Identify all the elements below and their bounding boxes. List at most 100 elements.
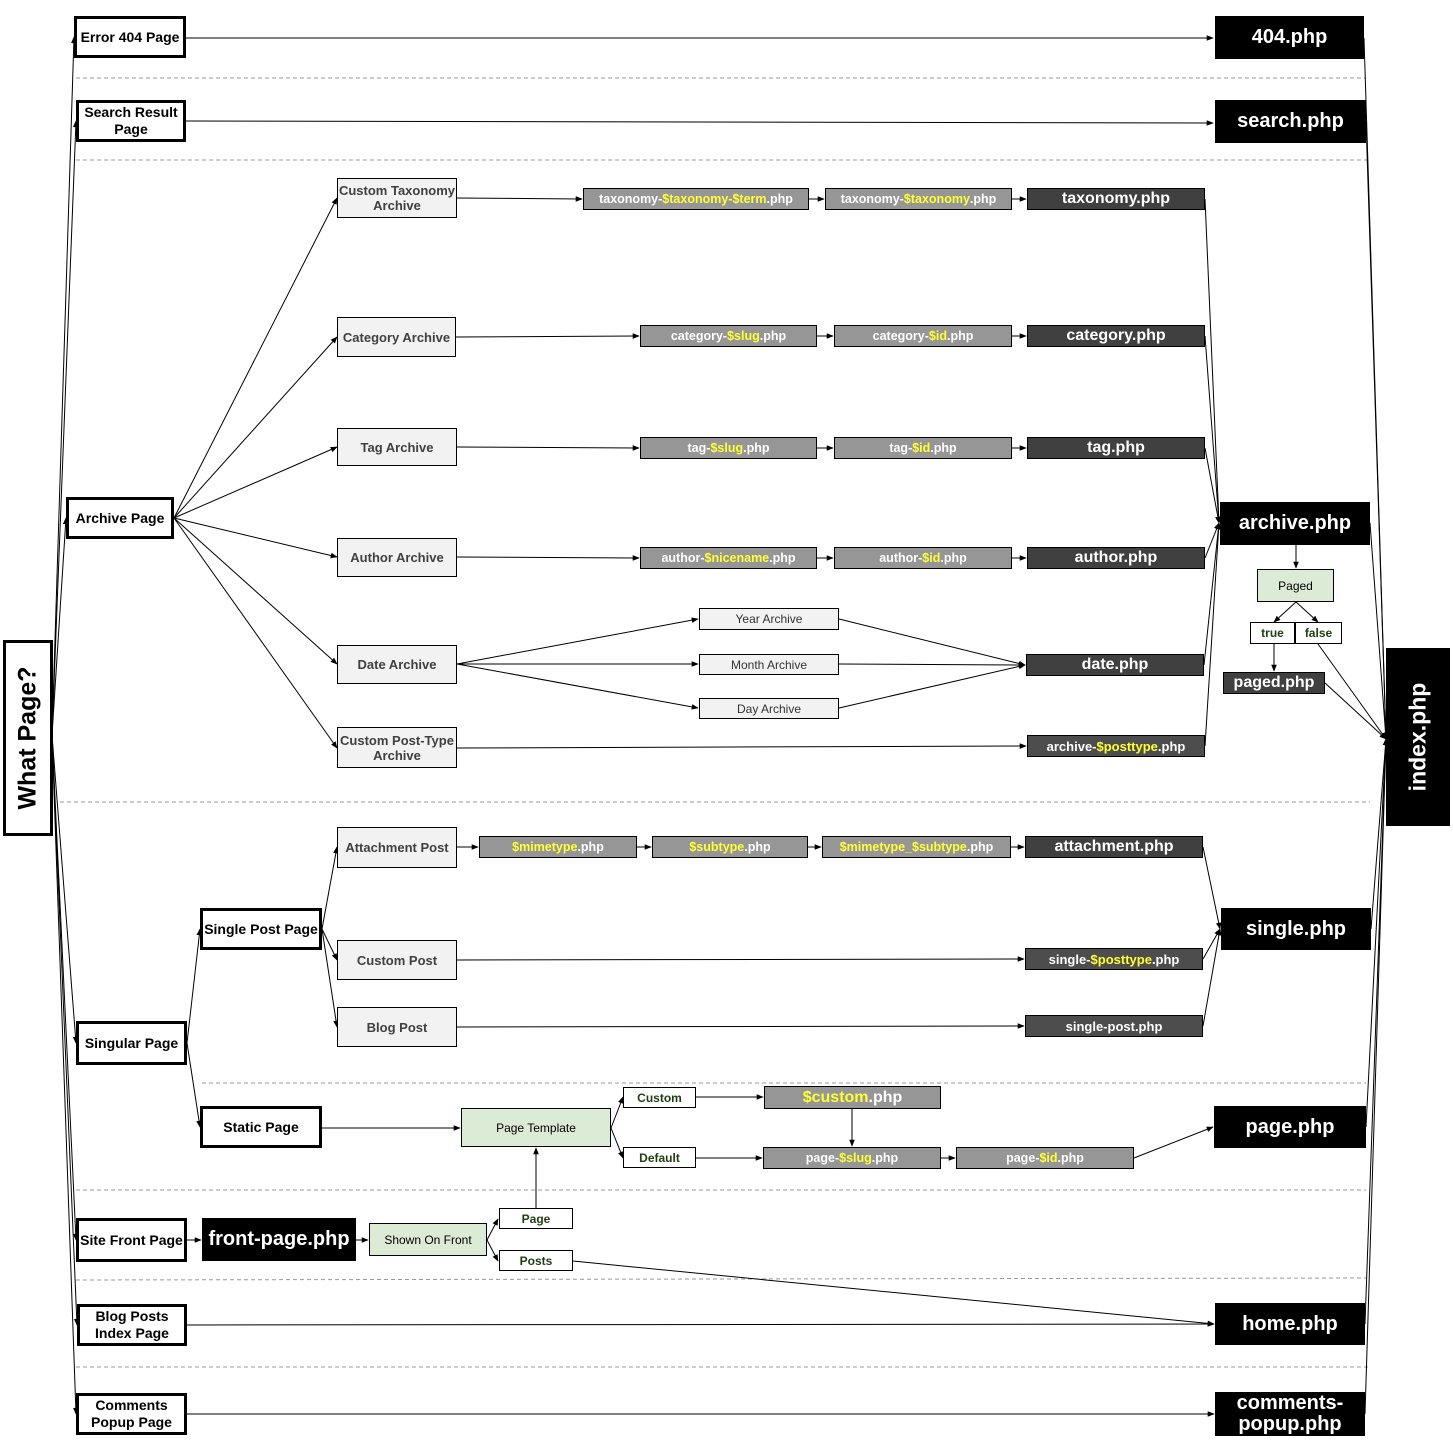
connector-arrow	[1202, 846, 1222, 930]
template-mimetype: $mimetype.php	[479, 836, 637, 858]
tag-archive: Tag Archive	[337, 428, 457, 466]
connector-arrow	[486, 1239, 499, 1262]
shown-on-front-decision: Shown On Front	[369, 1223, 487, 1256]
paged-decision: Paged	[1257, 569, 1334, 602]
month-archive: Month Archive	[699, 654, 839, 675]
attachment-post: Attachment Post	[337, 827, 457, 868]
connector-arrow	[186, 1321, 1215, 1327]
paged-true-option: true	[1250, 622, 1295, 644]
template-date-php: date.php	[1026, 654, 1204, 676]
template-category-php: category.php	[1027, 325, 1205, 347]
connector-arrow	[1295, 601, 1319, 623]
index-php-final: index.php	[1386, 648, 1450, 826]
single-post-page: Single Post Page	[200, 908, 322, 950]
connector-arrow	[321, 928, 339, 1028]
connector-arrow	[186, 928, 203, 1044]
template-author-id: author-$id.php	[834, 547, 1012, 569]
site-front-page: Site Front Page	[76, 1218, 187, 1262]
connector-arrow	[1204, 522, 1222, 747]
connector-arrow	[173, 446, 338, 519]
template-author-nicename: author-$nicename.php	[640, 547, 817, 569]
connector-arrow	[173, 517, 338, 749]
connector-arrow	[456, 196, 583, 202]
file-front-page-php: front-page.php	[202, 1218, 356, 1261]
template-archive-posttype: archive-$posttype.php	[1027, 735, 1205, 757]
connector-arrow	[456, 956, 1025, 962]
connector-arrow	[173, 336, 338, 519]
template-default-option: Default	[623, 1147, 696, 1168]
blog-post: Blog Post	[337, 1007, 457, 1047]
error-404-page: Error 404 Page	[74, 16, 186, 58]
connector-arrow	[1369, 522, 1389, 740]
connector-arrow	[610, 1096, 624, 1129]
connector-arrow	[486, 1218, 499, 1241]
template-author-php: author.php	[1027, 547, 1205, 569]
front-posts-option: Posts	[499, 1250, 573, 1271]
connector-arrow	[321, 846, 339, 930]
paged-false-option: false	[1295, 622, 1342, 644]
blog-posts-index-page: Blog Posts Index Page	[77, 1304, 187, 1346]
template-tag-slug: tag-$slug.php	[640, 437, 817, 459]
archive-page: Archive Page	[66, 497, 174, 539]
connector-arrow	[455, 333, 640, 339]
connector-arrow	[838, 663, 1026, 709]
template-custom-option: Custom	[623, 1087, 696, 1108]
file-404-php: 404.php	[1215, 16, 1364, 59]
template-single-posttype: single-$posttype.php	[1025, 948, 1203, 970]
search-result-page: Search Result Page	[76, 100, 186, 142]
connector-arrow	[51, 120, 79, 736]
template-taxonomy: taxonomy-$taxonomy.php	[825, 188, 1012, 210]
template-page-id: page-$id.php	[956, 1147, 1134, 1169]
what-page-root: What Page?	[3, 640, 53, 836]
author-archive: Author Archive	[337, 538, 457, 577]
connector-arrow	[838, 662, 1026, 668]
connector-arrow	[321, 928, 338, 961]
connector-arrow	[185, 120, 1214, 126]
category-archive: Category Archive	[337, 317, 456, 357]
template-single-post: single-post.php	[1025, 1015, 1203, 1037]
connector-arrow	[838, 618, 1026, 667]
connector-arrow	[1204, 447, 1221, 524]
comments-popup-page: Comments Popup Page	[76, 1393, 187, 1435]
template-custom: $custom.php	[764, 1086, 941, 1109]
connector-arrow	[456, 617, 699, 665]
connector-arrow	[1324, 682, 1387, 740]
front-page-option: Page	[499, 1208, 573, 1229]
connector-arrow	[186, 1042, 202, 1128]
singular-page: Singular Page	[76, 1021, 187, 1065]
connector-arrow	[1202, 928, 1222, 1027]
template-tag-php: tag.php	[1027, 437, 1205, 459]
connector-arrow	[1365, 120, 1389, 740]
connector-arrow	[51, 36, 77, 736]
connector-arrow	[1204, 198, 1222, 524]
connector-arrow	[456, 663, 699, 710]
file-archive-php: archive.php	[1220, 502, 1370, 545]
connector-arrow	[1273, 601, 1297, 623]
template-attachment-php: attachment.php	[1025, 836, 1203, 858]
connector-arrow	[456, 743, 1027, 749]
connector-arrow	[1317, 643, 1387, 740]
connector-arrow	[51, 517, 69, 736]
connector-arrow	[173, 197, 338, 519]
connector-arrow	[572, 1260, 1215, 1327]
connector-arrow	[1203, 522, 1222, 666]
template-taxonomy-php: taxonomy.php	[1027, 188, 1205, 210]
custom-post: Custom Post	[337, 940, 457, 980]
connector-arrow	[456, 1023, 1025, 1029]
template-tag-id: tag-$id.php	[834, 437, 1012, 459]
template-category-id: category-$id.php	[834, 325, 1012, 347]
template-page-slug: page-$slug.php	[763, 1147, 941, 1169]
file-search-php: search.php	[1215, 100, 1366, 143]
connector-arrow	[1365, 738, 1389, 1128]
template-mimetype-subtype: $mimetype_$subtype.php	[822, 836, 1011, 858]
connector-arrow	[173, 517, 338, 665]
file-page-php: page.php	[1214, 1106, 1366, 1148]
date-archive: Date Archive	[337, 645, 457, 684]
connector-arrow	[1370, 738, 1389, 930]
connector-arrow	[1204, 335, 1222, 524]
connector-arrow	[51, 734, 80, 1326]
template-category-slug: category-$slug.php	[640, 325, 817, 347]
file-single-php: single.php	[1221, 908, 1371, 950]
